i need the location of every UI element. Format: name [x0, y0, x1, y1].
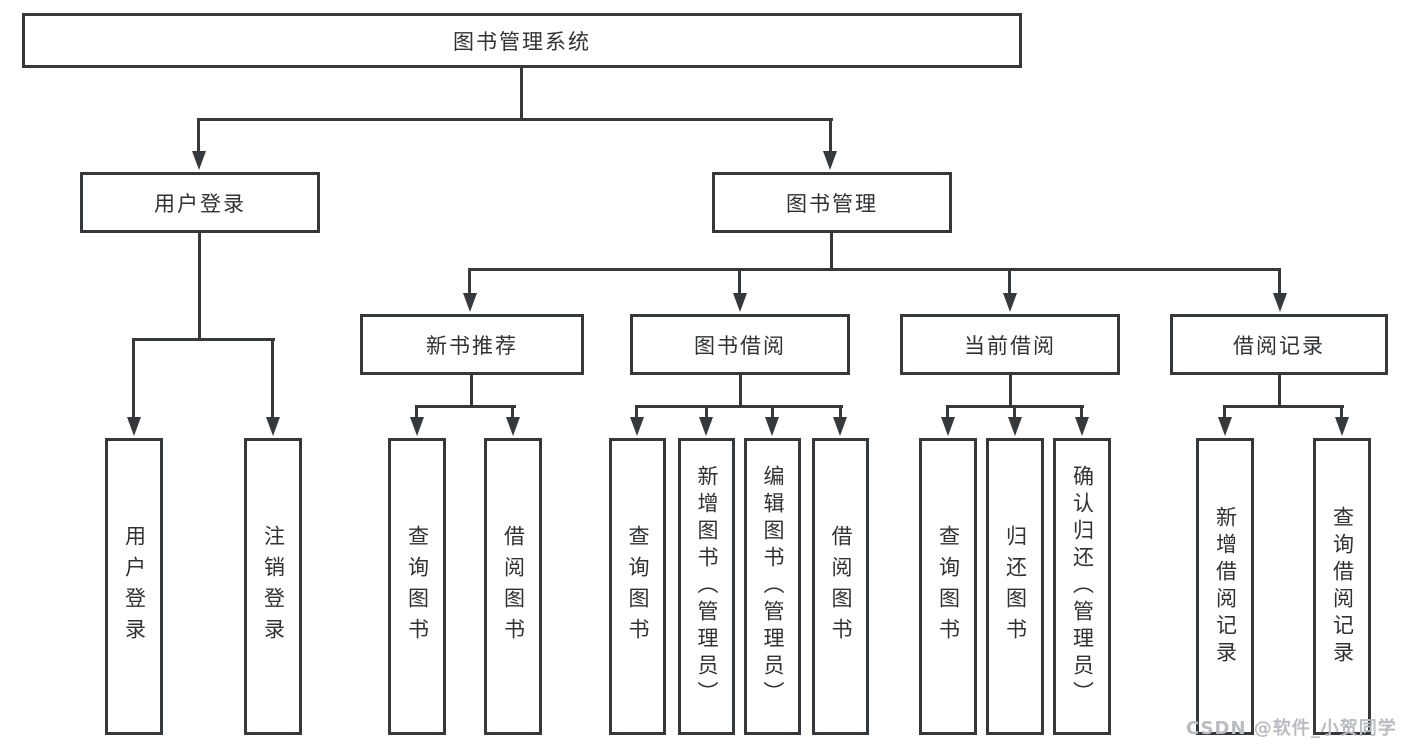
connector-cb-return-stem [1013, 405, 1016, 419]
leaf-query-books-recommend-label: 查询图书 [405, 524, 430, 649]
leaf-query-books-current: 查询图书 [919, 438, 977, 735]
node-borrow-record-label: 借阅记录 [1233, 333, 1325, 358]
leaf-confirm-return-admin-label: 确认归还（管理员） [1070, 465, 1095, 708]
arrow-down-nb-borrow [506, 417, 520, 436]
arrow-down-cb-confirm [1075, 417, 1089, 436]
node-new-book-recommend: 新书推荐 [360, 314, 584, 375]
leaf-borrow-books-recommend: 借阅图书 [484, 438, 542, 735]
connector-level2-hline [198, 118, 833, 121]
leaf-user-login: 用户登录 [105, 438, 163, 735]
leaf-logout: 注销登录 [244, 438, 302, 735]
arrow-down-user-login [192, 151, 206, 170]
node-user-login-label: 用户登录 [154, 191, 246, 216]
leaf-query-books-recommend: 查询图书 [388, 438, 446, 735]
node-current-borrow-label: 当前借阅 [964, 333, 1056, 358]
node-book-borrow: 图书借阅 [630, 314, 850, 375]
connector-book-borrow-stem [738, 268, 741, 296]
connector-user-login-vline [198, 233, 201, 338]
node-book-management-label: 图书管理 [786, 191, 878, 216]
arrow-down-cb-return [1008, 417, 1022, 436]
leaf-borrow-books-borrow-label: 借阅图书 [829, 524, 853, 649]
connector-new-book-stem [468, 268, 471, 296]
leaf-query-borrow-record-label: 查询借阅记录 [1330, 505, 1355, 668]
node-new-book-recommend-label: 新书推荐 [426, 333, 518, 358]
connector-br-query-stem [1340, 405, 1343, 419]
arrow-down-leaf-logout [266, 417, 280, 436]
arrow-down-leaf-user-login [127, 417, 141, 436]
leaf-confirm-return-admin: 确认归还（管理员） [1053, 438, 1111, 735]
arrow-down-bb-edit [765, 417, 779, 436]
node-book-borrow-label: 图书借阅 [694, 333, 786, 358]
connector-nb-query-stem [415, 405, 418, 419]
connector-leaf-user-login-stem [132, 338, 135, 417]
leaf-return-book-label: 归还图书 [1003, 524, 1028, 649]
arrow-down-new-book [463, 293, 477, 312]
leaf-add-book-admin: 新增图书（管理员） [678, 438, 735, 735]
leaf-user-login-label: 用户登录 [122, 524, 147, 649]
connector-new-book-hline [415, 405, 516, 408]
connector-book-borrow-hline [635, 405, 843, 408]
leaf-borrow-books-borrow: 借阅图书 [812, 438, 869, 735]
leaf-query-borrow-record: 查询借阅记录 [1313, 438, 1371, 735]
connector-book-management-vline [830, 233, 833, 271]
connector-borrow-record-stem [1278, 268, 1281, 296]
arrow-down-bb-borrow [833, 417, 847, 436]
leaf-query-books-borrow: 查询图书 [609, 438, 666, 735]
node-root: 图书管理系统 [22, 13, 1022, 68]
leaf-logout-label: 注销登录 [261, 524, 286, 649]
connector-bb-edit-stem [771, 405, 774, 419]
leaf-add-borrow-record: 新增借阅记录 [1196, 438, 1254, 735]
connector-br-add-stem [1223, 405, 1226, 419]
arrow-down-nb-query [410, 417, 424, 436]
leaf-borrow-books-recommend-label: 借阅图书 [501, 524, 526, 649]
node-current-borrow: 当前借阅 [900, 314, 1120, 375]
arrow-down-bb-add [699, 417, 713, 436]
leaf-query-books-borrow-label: 查询图书 [626, 524, 650, 649]
connector-current-borrow-stem [1008, 268, 1011, 296]
arrow-down-br-add [1218, 417, 1232, 436]
connector-bb-borrow-stem [839, 405, 842, 419]
connector-borrow-record-vline [1278, 375, 1281, 408]
connector-root-vline [520, 68, 523, 121]
leaf-add-borrow-record-label: 新增借阅记录 [1213, 505, 1238, 668]
connector-borrow-record-hline [1223, 405, 1344, 408]
node-root-label: 图书管理系统 [453, 29, 591, 54]
connector-book-borrow-vline [739, 375, 742, 408]
node-user-login: 用户登录 [80, 172, 320, 233]
arrow-down-book-management [823, 151, 837, 170]
arrow-down-borrow-record [1273, 293, 1287, 312]
leaf-edit-book-admin: 编辑图书（管理员） [744, 438, 801, 735]
connector-book-management-stem [829, 118, 832, 154]
arrow-down-current-borrow [1003, 293, 1017, 312]
arrow-down-br-query [1335, 417, 1349, 436]
connector-cb-confirm-stem [1080, 405, 1083, 419]
arrow-down-book-borrow [733, 293, 747, 312]
leaf-add-book-admin-label: 新增图书（管理员） [695, 465, 719, 708]
node-book-management: 图书管理 [712, 172, 952, 233]
connector-bb-add-stem [705, 405, 708, 419]
connector-cb-query-stem [946, 405, 949, 419]
leaf-return-book: 归还图书 [986, 438, 1044, 735]
connector-new-book-vline [470, 375, 473, 408]
connector-bb-query-stem [635, 405, 638, 419]
connector-user-login-stem [197, 118, 200, 154]
node-borrow-record: 借阅记录 [1170, 314, 1388, 375]
connector-user-login-hline [132, 338, 275, 341]
leaf-query-books-current-label: 查询图书 [936, 524, 961, 649]
csdn-watermark: CSDN @软件_小贺同学 [1186, 718, 1397, 739]
leaf-edit-book-admin-label: 编辑图书（管理员） [761, 465, 785, 708]
arrow-down-bb-query [630, 417, 644, 436]
connector-current-borrow-vline [1009, 375, 1012, 408]
arrow-down-cb-query [941, 417, 955, 436]
connector-nb-borrow-stem [511, 405, 514, 419]
connector-leaf-logout-stem [271, 338, 274, 417]
connector-level3-hline [468, 268, 1281, 271]
